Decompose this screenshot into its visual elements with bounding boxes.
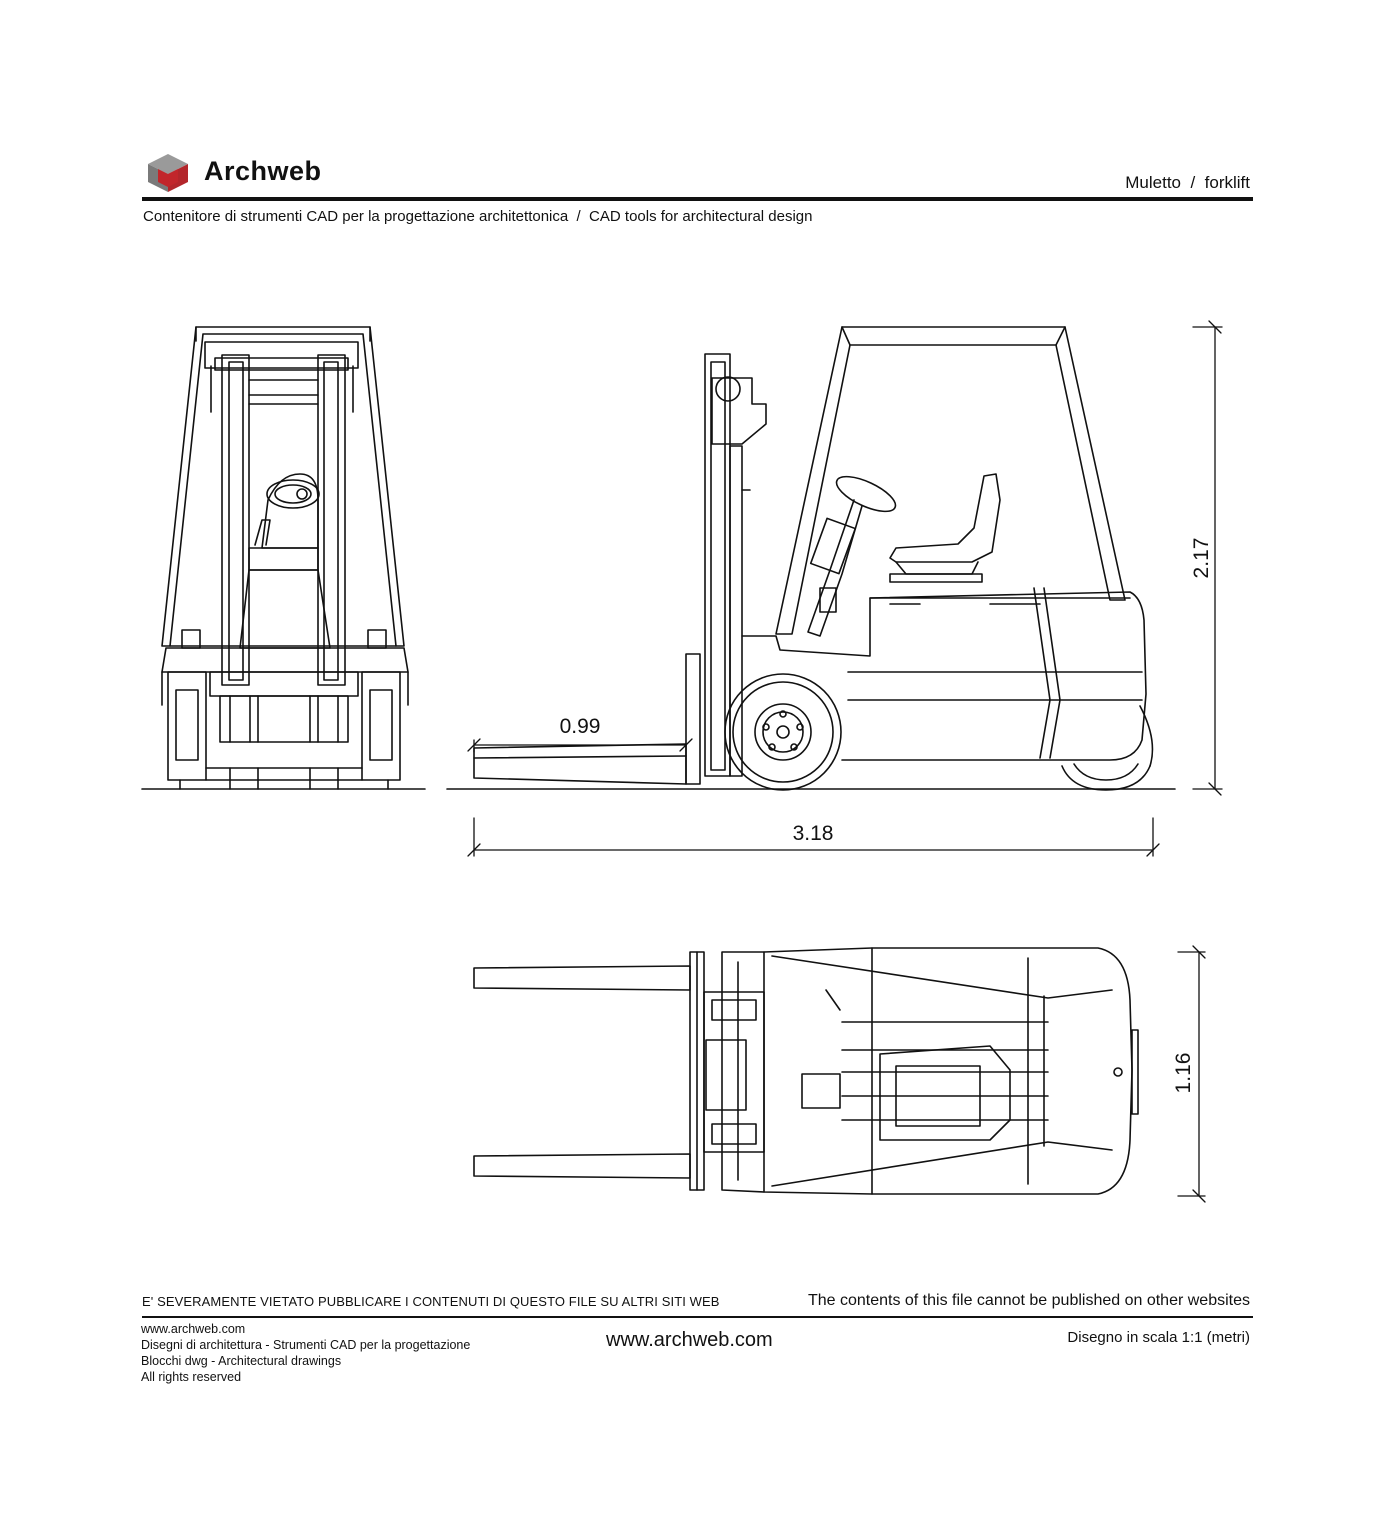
footer-info-line: All rights reserved xyxy=(141,1370,242,1384)
top-view xyxy=(473,947,1139,1195)
footer-info: www.archweb.com Disegni di architettura … xyxy=(141,1321,470,1385)
dim-fork-length: 0.99 xyxy=(560,715,601,738)
title-italian: Muletto xyxy=(1125,173,1182,192)
warning-italian: E' SEVERAMENTE VIETATO PUBBLICARE I CONT… xyxy=(142,1294,720,1309)
tagline: Contenitore di strumenti CAD per la prog… xyxy=(143,208,813,225)
cube-logo-icon xyxy=(148,154,188,192)
title-separator: / xyxy=(1190,173,1196,192)
footer-info-line: Disegni di architettura - Strumenti CAD … xyxy=(141,1338,471,1352)
side-view xyxy=(446,326,1176,791)
dim-width: 1.16 xyxy=(1172,1053,1195,1094)
front-view xyxy=(141,326,426,790)
header-rule xyxy=(142,197,1253,201)
dimension-lines xyxy=(467,320,1223,1203)
dim-total-length: 3.18 xyxy=(793,822,834,845)
footer-info-line: Blocchi dwg - Architectural drawings xyxy=(141,1354,342,1368)
scale-note: Disegno in scala 1:1 (metri) xyxy=(1067,1329,1250,1346)
footer-site-link[interactable]: www.archweb.com xyxy=(606,1329,773,1351)
warning-english: The contents of this file cannot be publ… xyxy=(807,1292,1250,1309)
dim-height: 2.17 xyxy=(1190,538,1213,579)
archweb-logo[interactable]: Archweb xyxy=(146,152,356,194)
drawing-title: Muletto / forklift xyxy=(1125,173,1250,193)
footer-rule xyxy=(142,1316,1253,1318)
footer-info-line[interactable]: www.archweb.com xyxy=(141,1322,246,1336)
title-english: forklift xyxy=(1204,173,1250,192)
dimension-labels: 0.99 3.18 2.17 1.16 xyxy=(560,538,1213,1094)
logo-text: Archweb xyxy=(204,156,322,186)
